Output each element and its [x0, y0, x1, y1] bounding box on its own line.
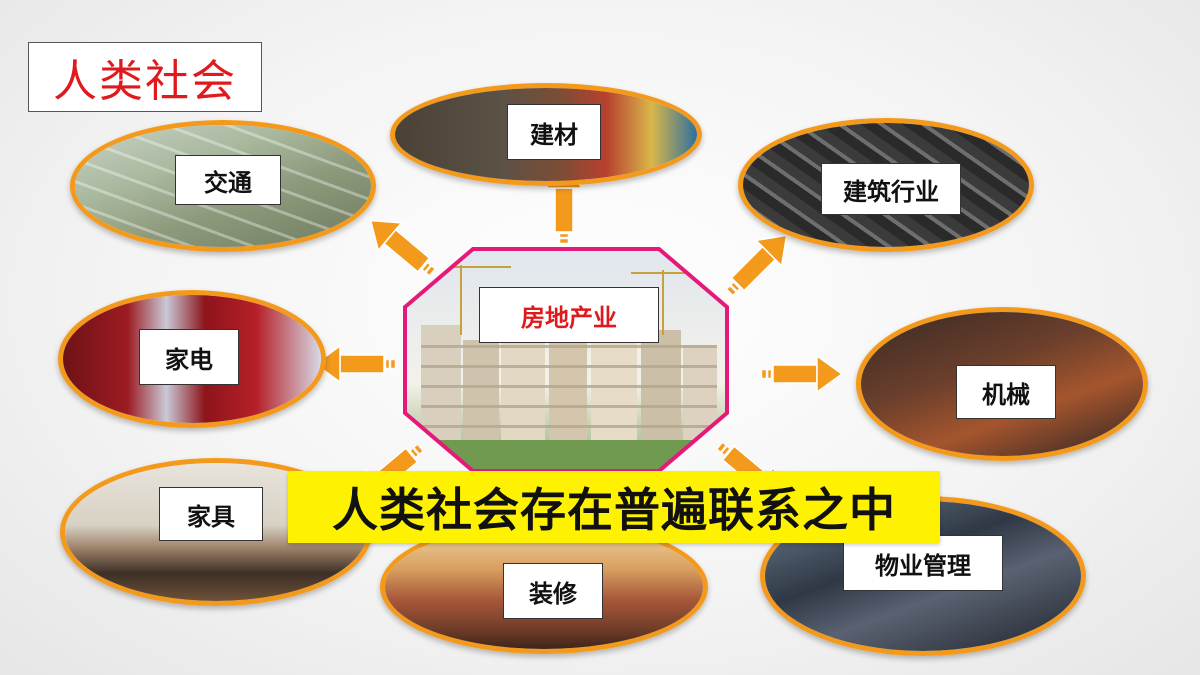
node-appliance: 家电 — [58, 290, 326, 428]
center-octagon — [403, 247, 729, 473]
label-construction: 建筑行业 — [821, 163, 961, 215]
label-furniture: 家具 — [159, 487, 263, 541]
label-materials: 建材 — [507, 104, 601, 160]
label-real-estate: 房地产业 — [479, 287, 659, 343]
label-machinery: 机械 — [956, 365, 1056, 419]
label-transport: 交通 — [175, 155, 281, 205]
arrow-to-appliance — [314, 345, 396, 383]
slide-title: 人类社会 — [28, 42, 262, 112]
node-decoration: 装修 — [380, 520, 708, 654]
label-property: 物业管理 — [843, 535, 1003, 591]
node-machinery: 机械 — [856, 307, 1148, 461]
label-decoration: 装修 — [503, 563, 603, 619]
conclusion-banner: 人类社会存在普遍联系之中 — [288, 471, 940, 543]
node-transport: 交通 — [70, 120, 376, 252]
node-materials: 建材 — [390, 83, 702, 186]
label-appliance: 家电 — [139, 329, 239, 385]
node-construction: 建筑行业 — [738, 118, 1034, 252]
center-node-real-estate: 房地产业 — [401, 245, 731, 475]
arrow-to-machinery — [761, 355, 843, 393]
